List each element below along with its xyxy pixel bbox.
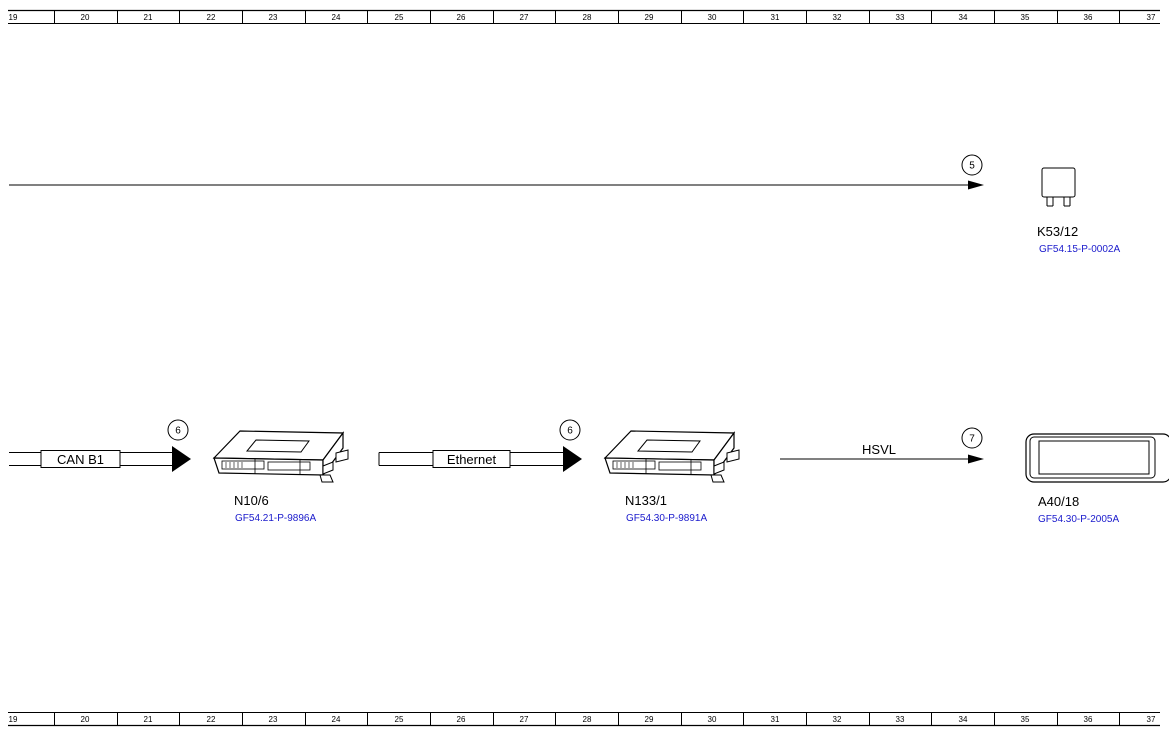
connection-marker-6-b-label: 6 (567, 426, 573, 437)
ruler-label: 27 (520, 13, 529, 22)
component-name-n10-6: N10/6 (234, 493, 269, 508)
ruler-label: 30 (708, 13, 717, 22)
ruler-label: 33 (896, 13, 905, 22)
component-ref-a40-18[interactable]: GF54.30-P-2005A (1038, 514, 1119, 525)
line-hsvl-label: HSVL (862, 442, 896, 457)
bus-ethernet-label: Ethernet (447, 452, 497, 467)
component-name-a40-18: A40/18 (1038, 494, 1079, 509)
ruler-label: 20 (81, 13, 90, 22)
bus-ethernet: Ethernet (378, 446, 582, 472)
component-ref-n10-6[interactable]: GF54.21-P-9896A (235, 513, 316, 524)
ruler-label: 28 (583, 13, 592, 22)
connection-marker-6-a[interactable]: 6 (167, 419, 189, 441)
ruler-label: 27 (520, 715, 529, 724)
ruler-label: 30 (708, 715, 717, 724)
ruler-label: 35 (1021, 715, 1030, 724)
ruler-label: 37 (1147, 13, 1156, 22)
ruler-top: 19 20 21 22 23 24 25 26 27 28 29 30 31 32 33 34 35 36 37 (8, 9, 1160, 24)
ruler-bottom: 19 20 21 22 23 24 25 26 27 28 29 30 31 32 33 34 35 36 37 (8, 712, 1160, 727)
ruler-label: 19 (9, 13, 18, 22)
component-name-k53-12: K53/12 (1037, 224, 1078, 239)
ruler-label: 23 (269, 715, 278, 724)
ruler-label: 36 (1084, 715, 1093, 724)
ruler-label: 24 (332, 715, 341, 724)
ruler-label: 33 (896, 715, 905, 724)
bus-can-b1: CAN B1 (9, 446, 191, 472)
component-ref-k53-12[interactable]: GF54.15-P-0002A (1039, 244, 1120, 255)
ruler-label: 28 (583, 715, 592, 724)
ruler-label: 22 (207, 13, 216, 22)
relay-k53-12-icon[interactable] (1041, 167, 1076, 207)
display-a40-18-icon[interactable] (1025, 433, 1169, 483)
component-ref-n133-1[interactable]: GF54.30-P-9891A (626, 513, 707, 524)
control-unit-n133-1-icon[interactable] (603, 430, 740, 483)
control-unit-n10-6-icon[interactable] (212, 430, 349, 483)
connection-marker-7-label: 7 (969, 434, 975, 445)
component-name-n133-1: N133/1 (625, 493, 667, 508)
connection-marker-5-label: 5 (969, 161, 975, 172)
ruler-label: 32 (833, 715, 842, 724)
ruler-label: 20 (81, 715, 90, 724)
ruler-label: 26 (457, 13, 466, 22)
ruler-label: 32 (833, 13, 842, 22)
ruler-label: 21 (144, 715, 153, 724)
ruler-label: 25 (395, 715, 404, 724)
line-hsvl: HSVL (780, 442, 984, 464)
ruler-label: 34 (959, 13, 968, 22)
ruler-label: 26 (457, 715, 466, 724)
ruler-label: 29 (645, 13, 654, 22)
ruler-label: 36 (1084, 13, 1093, 22)
ruler-label: 34 (959, 715, 968, 724)
bus-can-b1-label: CAN B1 (57, 452, 104, 467)
ruler-label: 21 (144, 13, 153, 22)
connection-marker-6-b[interactable]: 6 (559, 419, 581, 441)
ruler-label: 29 (645, 715, 654, 724)
ruler-label: 24 (332, 13, 341, 22)
ruler-label: 35 (1021, 13, 1030, 22)
line-to-connection-5 (9, 180, 984, 190)
ruler-label: 23 (269, 13, 278, 22)
ruler-label: 19 (9, 715, 18, 724)
ruler-label: 37 (1147, 715, 1156, 724)
connection-marker-6-a-label: 6 (175, 426, 181, 437)
connection-marker-5[interactable]: 5 (961, 154, 983, 176)
ruler-label: 25 (395, 13, 404, 22)
ruler-label: 22 (207, 715, 216, 724)
ruler-label: 31 (771, 13, 780, 22)
connection-marker-7[interactable]: 7 (961, 427, 983, 449)
ruler-label: 31 (771, 715, 780, 724)
